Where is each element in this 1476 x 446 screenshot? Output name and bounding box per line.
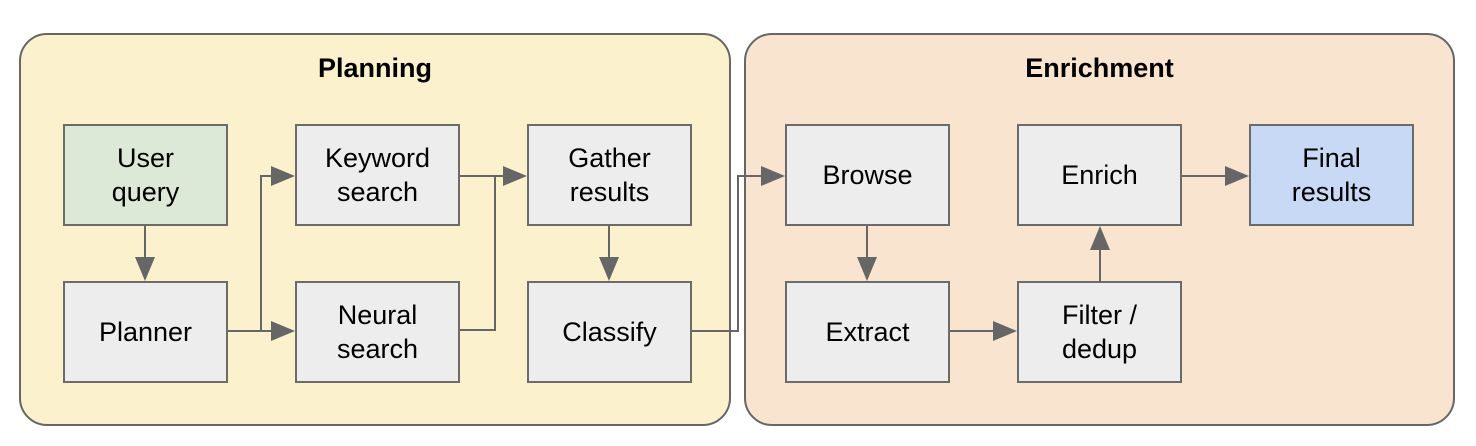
group-enrichment-title: Enrichment (1025, 53, 1174, 83)
node-neural-search: Neural search (295, 281, 460, 383)
node-browse: Browse (785, 124, 950, 226)
node-classify: Classify (527, 281, 692, 383)
node-keyword-search: Keyword search (295, 124, 460, 226)
node-final-results: Final results (1249, 124, 1414, 226)
node-enrich: Enrich (1017, 124, 1182, 226)
node-gather-results: Gather results (527, 124, 692, 226)
node-extract: Extract (785, 281, 950, 383)
node-planner: Planner (63, 281, 228, 383)
node-user-query: User query (63, 124, 228, 226)
group-planning-title: Planning (318, 53, 432, 83)
node-filter-dedup: Filter / dedup (1017, 281, 1182, 383)
